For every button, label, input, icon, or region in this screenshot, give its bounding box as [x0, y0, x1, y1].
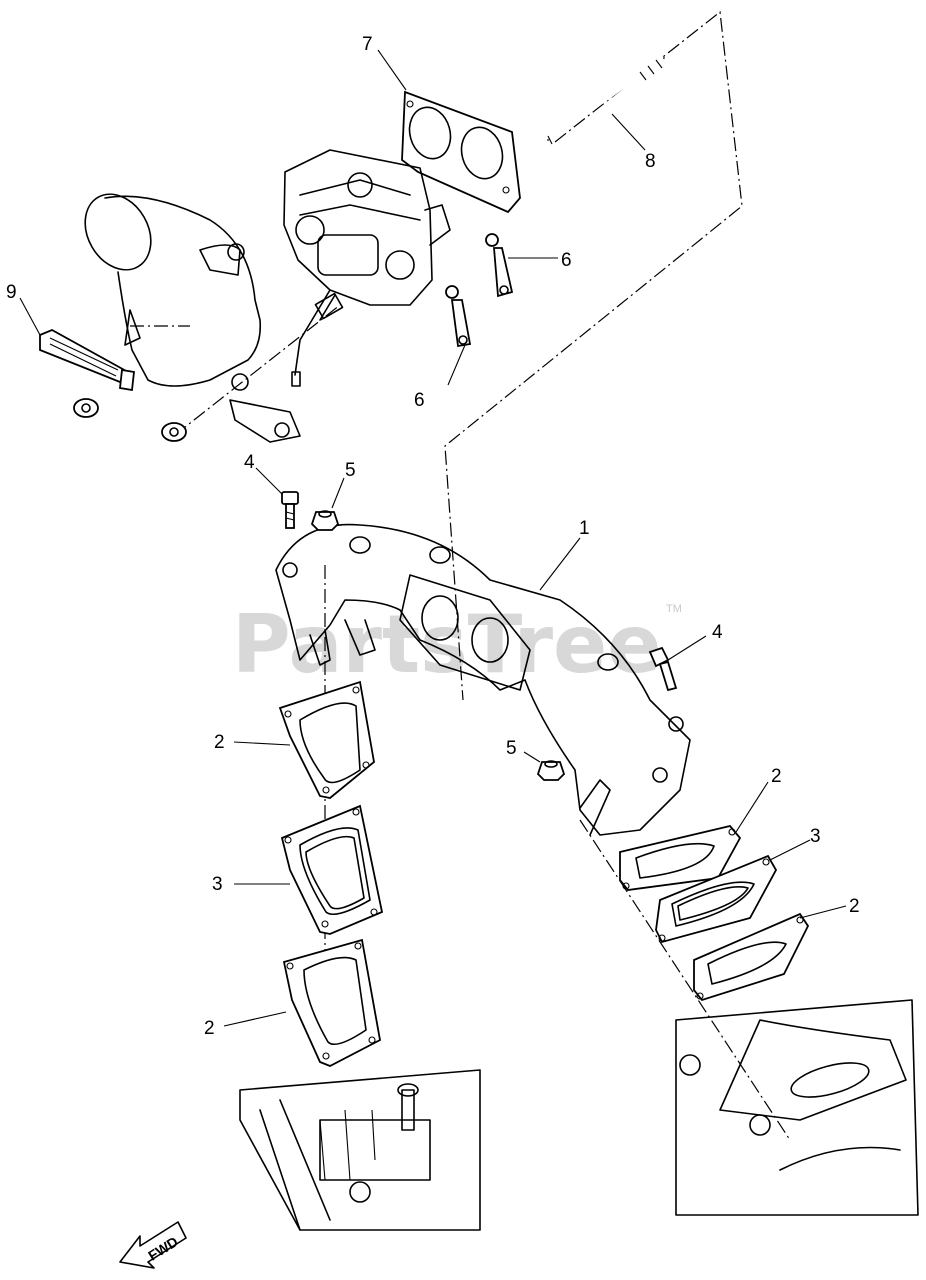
callout-4-right: 4 — [712, 622, 723, 643]
engine-block-left — [239, 1069, 481, 1231]
watermark-trademark: TM — [666, 603, 682, 615]
fwd-label: FWD — [145, 1233, 181, 1263]
exhaust-gasket-right-middle — [655, 854, 778, 944]
long-stud — [547, 56, 665, 145]
callout-8: 8 — [645, 151, 656, 172]
callout-labels: 7 8 9 6 6 4 5 1 4 5 2 3 2 2 3 2 — [6, 34, 860, 1039]
reference-line-nut — [174, 304, 341, 436]
exhaust-gasket-left-middle — [280, 804, 384, 935]
callout-6-upper: 6 — [561, 250, 572, 271]
bolt-upper-left — [281, 491, 299, 529]
bolt-right — [648, 646, 678, 692]
callout-3-right: 3 — [810, 826, 821, 847]
callout-2-right-top: 2 — [771, 766, 782, 787]
engine-block-right — [675, 999, 919, 1216]
callout-7: 7 — [362, 34, 373, 55]
callout-2-left-top: 2 — [214, 732, 225, 753]
forward-direction-arrow: FWD — [119, 1221, 187, 1269]
carburetor-gasket — [401, 90, 521, 214]
exhaust-gasket-right-bottom — [693, 912, 810, 1002]
intake-silencer-housing — [84, 193, 301, 443]
callout-2-right-bottom: 2 — [849, 896, 860, 917]
linkage-rod-upper — [485, 233, 514, 298]
callout-5-upper: 5 — [345, 460, 356, 481]
watermark-text: PartsTree — [232, 598, 662, 691]
callout-4-left: 4 — [244, 452, 255, 473]
exhaust-gasket-left-top — [278, 680, 375, 799]
intake-manifold — [275, 523, 691, 836]
callout-2-left-bottom: 2 — [204, 1018, 215, 1039]
callout-3-left: 3 — [212, 874, 223, 895]
reference-line-stud — [444, 10, 743, 701]
reference-line-right-stack — [579, 819, 791, 1141]
callout-6-lower: 6 — [414, 390, 425, 411]
callout-5-lower: 5 — [506, 738, 517, 759]
leader-lines — [19, 49, 847, 1027]
nut-upper — [310, 510, 340, 531]
watermark: PartsTree TM — [232, 598, 682, 691]
carburetor-assembly — [283, 149, 451, 387]
exhaust-gasket-left-bottom — [282, 938, 382, 1067]
callout-1: 1 — [579, 518, 590, 539]
flange-nut-left — [73, 398, 99, 418]
callout-9: 9 — [6, 282, 17, 303]
seal-strip — [39, 329, 135, 392]
linkage-rod-lower — [445, 285, 472, 348]
nut-right — [536, 760, 566, 781]
flange-nut-lower — [161, 422, 187, 442]
